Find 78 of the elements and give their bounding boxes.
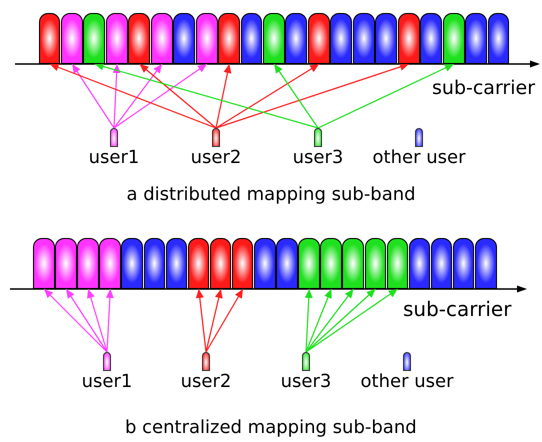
subcarrier-bar (77, 238, 99, 289)
arrow (196, 288, 207, 352)
arrow (274, 64, 318, 128)
arrow (205, 288, 244, 352)
arrow (44, 288, 108, 352)
arrow (106, 288, 114, 352)
subcarrier-bar (465, 13, 487, 64)
subcarrier-bar (308, 13, 330, 64)
user-label: user1 (82, 371, 132, 393)
subcarrier-bar (408, 238, 430, 289)
subcarrier-bar (452, 238, 474, 289)
subcarrier-bar (166, 238, 188, 289)
arrow (114, 64, 208, 128)
arrow (306, 288, 398, 352)
user-label: user1 (88, 147, 140, 169)
subcarrier-bar (144, 238, 166, 289)
arrow (305, 288, 332, 352)
subcarrier-bar (173, 13, 196, 64)
user-label: user2 (180, 371, 232, 393)
arrow (50, 63, 216, 129)
arrow (94, 62, 318, 129)
subcarrier-bar (285, 13, 308, 64)
user-label: user3 (280, 371, 332, 393)
subcarrier-bar (342, 238, 364, 289)
arrow (318, 63, 454, 129)
subcarrier-bar (188, 238, 210, 289)
subcarrier-bar (121, 238, 143, 289)
arrow (205, 288, 223, 352)
arrow (114, 64, 162, 128)
arrow (216, 63, 320, 129)
panel-caption: b centralized mapping sub-band (125, 417, 417, 438)
subcarrier-bar (232, 238, 254, 289)
axis-label: sub-carrier (432, 77, 536, 99)
subcarrier-bar (298, 238, 320, 289)
subcarrier-bar (430, 238, 452, 289)
user-label: other user (372, 147, 466, 169)
arrow (306, 288, 376, 352)
subcarrier-bar (210, 238, 232, 289)
user-label: user2 (190, 147, 242, 169)
subcarrier-bar (475, 238, 497, 289)
subcarrier-bar (218, 13, 240, 64)
subcarrier-bar (150, 13, 173, 64)
subcarrier-bar (375, 13, 398, 64)
arrow (139, 64, 216, 128)
arrow (215, 64, 232, 128)
subcarrier-bar (420, 13, 442, 64)
subcarrier-bar (83, 13, 106, 64)
subcarrier-bar (442, 13, 465, 64)
arrow (306, 288, 354, 352)
panel-caption: a distributed mapping sub-band (126, 184, 416, 205)
subcarrier-bar (320, 238, 342, 289)
subcarrier-bar (196, 13, 218, 64)
arrow (72, 64, 114, 128)
subcarrier-bar (60, 13, 83, 64)
user-label: user3 (292, 147, 344, 169)
subcarrier-bar (99, 238, 121, 289)
subcarrier-bar (386, 238, 408, 289)
subcarrier-bar (106, 13, 128, 64)
subcarrier-bar (38, 13, 60, 64)
arrow (86, 288, 108, 352)
subcarrier-bar (55, 238, 77, 289)
arrow (216, 63, 410, 129)
subcarrier-bar (33, 238, 55, 289)
subcarrier-bar (263, 13, 285, 64)
user-label: other user (360, 371, 454, 393)
arrow (112, 64, 121, 128)
subcarrier-bar (364, 238, 386, 289)
subcarrier-bar (254, 238, 276, 289)
arrow (304, 288, 313, 352)
subcarrier-bar (352, 13, 375, 64)
subcarrier-bar (128, 13, 150, 64)
subcarrier-bar (276, 238, 298, 289)
subcarrier-bar (398, 13, 420, 64)
subcarrier-bar (330, 13, 352, 64)
arrow (66, 288, 108, 352)
subcarrier-bar (240, 13, 262, 64)
axis-label: sub-carrier (403, 297, 512, 321)
subcarrier-bar (488, 13, 510, 64)
